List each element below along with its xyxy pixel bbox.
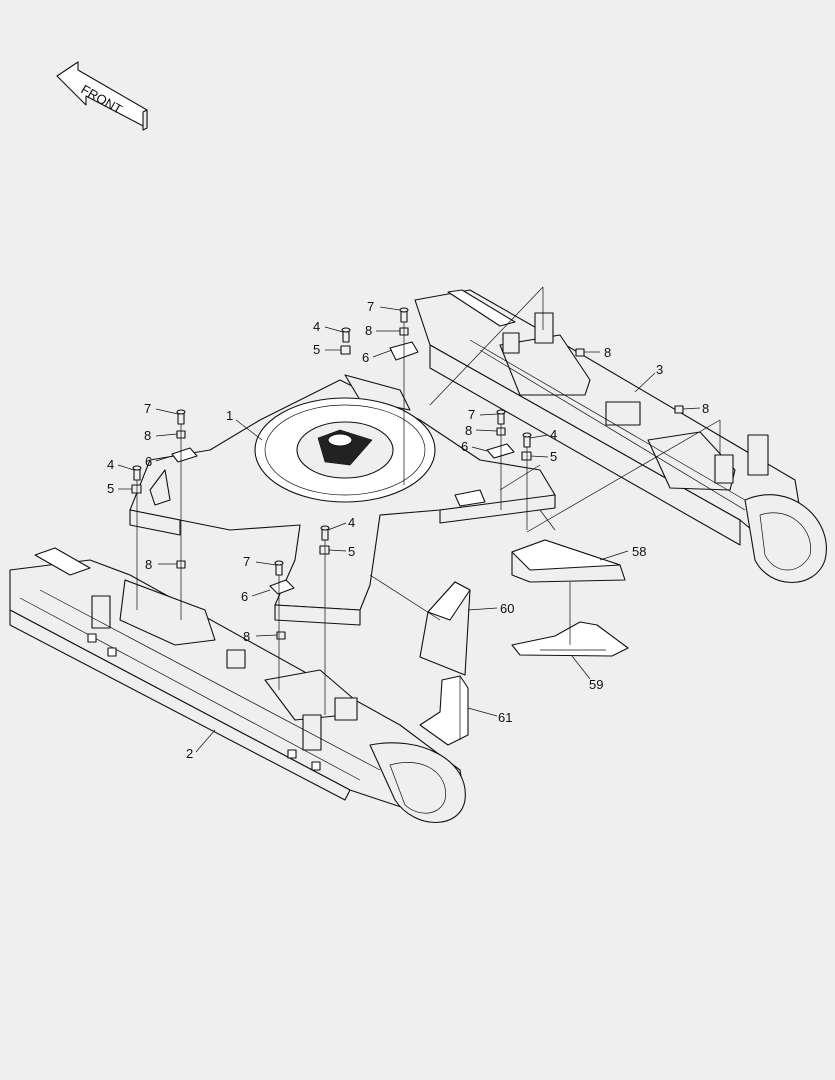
callout-5-left: 5 — [107, 481, 114, 496]
guard-60 — [419, 581, 471, 676]
callout-6-upper: 6 — [362, 350, 369, 365]
callout-61: 61 — [498, 710, 512, 725]
callout-6-lower: 6 — [241, 589, 248, 604]
callout-60: 60 — [500, 601, 514, 616]
callout-8-frame-b: 8 — [702, 401, 709, 416]
callout-8-lower-a: 8 — [145, 557, 152, 572]
callout-1: 1 — [226, 408, 233, 423]
callout-2: 2 — [186, 746, 193, 761]
callout-5-upper: 5 — [313, 342, 320, 357]
left-track-frame — [9, 547, 466, 823]
bracket-61 — [419, 675, 469, 746]
callout-6-right: 6 — [461, 439, 468, 454]
front-arrow: FRONT — [56, 61, 148, 131]
assembly-guide-lines — [136, 286, 721, 715]
callout-7-lower: 7 — [243, 554, 250, 569]
callout-58: 58 — [632, 544, 646, 559]
callout-7-right: 7 — [468, 407, 475, 422]
callout-7-left: 7 — [144, 401, 151, 416]
callout-labels: 1 2 3 7 4 8 5 6 7 8 6 4 5 7 8 6 4 5 8 8 … — [107, 299, 709, 761]
callout-leaders — [117, 306, 701, 753]
callout-5-lower: 5 — [348, 544, 355, 559]
callout-8-lower-b: 8 — [243, 629, 250, 644]
callout-59: 59 — [589, 677, 603, 692]
center-frame — [129, 374, 556, 626]
callout-6-left: 6 — [145, 454, 152, 469]
right-track-frame — [414, 289, 827, 583]
callout-7-upper: 7 — [367, 299, 374, 314]
callout-8-left: 8 — [144, 428, 151, 443]
callout-8-right: 8 — [465, 423, 472, 438]
callout-8-upper: 8 — [365, 323, 372, 338]
guard-58 — [511, 539, 626, 583]
callout-5-right: 5 — [550, 449, 557, 464]
callout-4-right: 4 — [550, 427, 557, 442]
callout-4-left: 4 — [107, 457, 114, 472]
callout-4-lower: 4 — [348, 515, 355, 530]
callout-8-frame-a: 8 — [604, 345, 611, 360]
callout-4-upper: 4 — [313, 319, 320, 334]
callout-3: 3 — [656, 362, 663, 377]
